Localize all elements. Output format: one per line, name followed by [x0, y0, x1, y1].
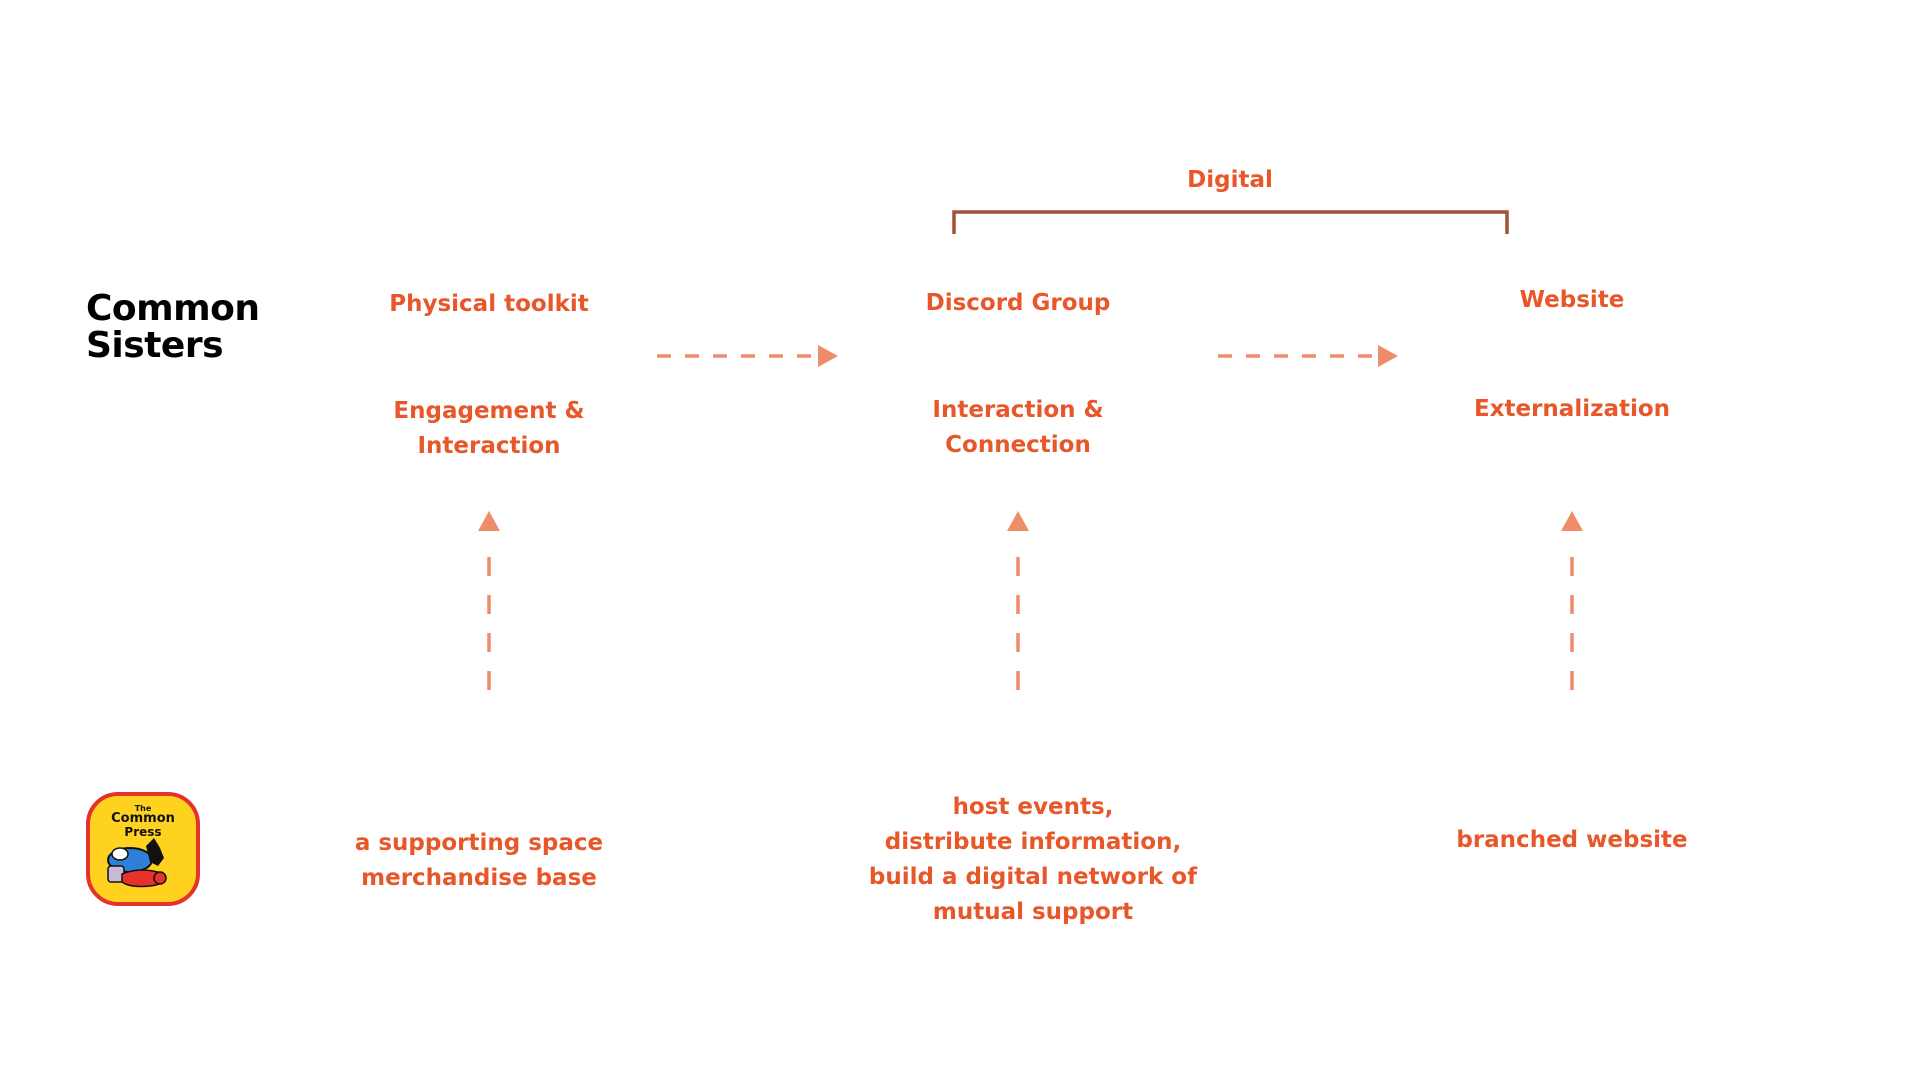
stage-description-discord-group: host events, distribute information, bui… — [853, 790, 1213, 930]
stage-subtitle-line: Connection — [945, 432, 1091, 458]
stage-subtitle-line: Externalization — [1473, 396, 1671, 422]
logo-text-common: Common — [111, 811, 175, 826]
stage-description-physical-toolkit: a supporting space merchandise base — [319, 826, 639, 896]
stage-description-line: a supporting space — [354, 830, 604, 856]
stage-description-website: branched website — [1412, 823, 1732, 858]
stage-subtitle-website: Externalization — [1422, 392, 1722, 427]
stage-description-line: host events, — [952, 794, 1114, 820]
common-press-logo: The Common Press — [86, 792, 200, 906]
arrow-discord-to-website-head — [1378, 345, 1398, 367]
arrow-up-toolkit-head — [478, 511, 500, 531]
stage-description-line: branched website — [1456, 827, 1688, 853]
logo-text-press: Press — [124, 825, 162, 839]
arrow-toolkit-to-discord-head — [818, 345, 838, 367]
digital-bracket — [952, 210, 1509, 234]
stage-title-physical-toolkit: Physical toolkit — [389, 291, 589, 317]
stage-description-line: merchandise base — [361, 865, 597, 891]
logo-text-the: The — [134, 804, 152, 813]
stage-subtitle-line: Interaction — [417, 433, 561, 459]
stage-description-line: distribute information, — [884, 829, 1182, 855]
stage-subtitle-line: Engagement & — [393, 398, 585, 424]
stage-subtitle-discord-group: Interaction & Connection — [868, 393, 1168, 463]
digital-group-label: Digital — [1187, 167, 1273, 193]
brand-name: Common Sisters — [86, 290, 316, 364]
stage-description-line: build a digital network of — [868, 864, 1198, 890]
brand-name-line2: Sisters — [86, 325, 224, 366]
arrow-up-discord-head — [1007, 511, 1029, 531]
brand-name-line1: Common — [86, 288, 260, 329]
stage-title-website: Website — [1519, 287, 1625, 313]
logo-illustration — [107, 838, 167, 888]
stage-title-discord-group: Discord Group — [925, 290, 1111, 316]
stage-subtitle-physical-toolkit: Engagement & Interaction — [339, 394, 639, 464]
stage-description-line: mutual support — [932, 899, 1134, 925]
arrow-up-website-head — [1561, 511, 1583, 531]
stage-subtitle-line: Interaction & — [932, 397, 1104, 423]
